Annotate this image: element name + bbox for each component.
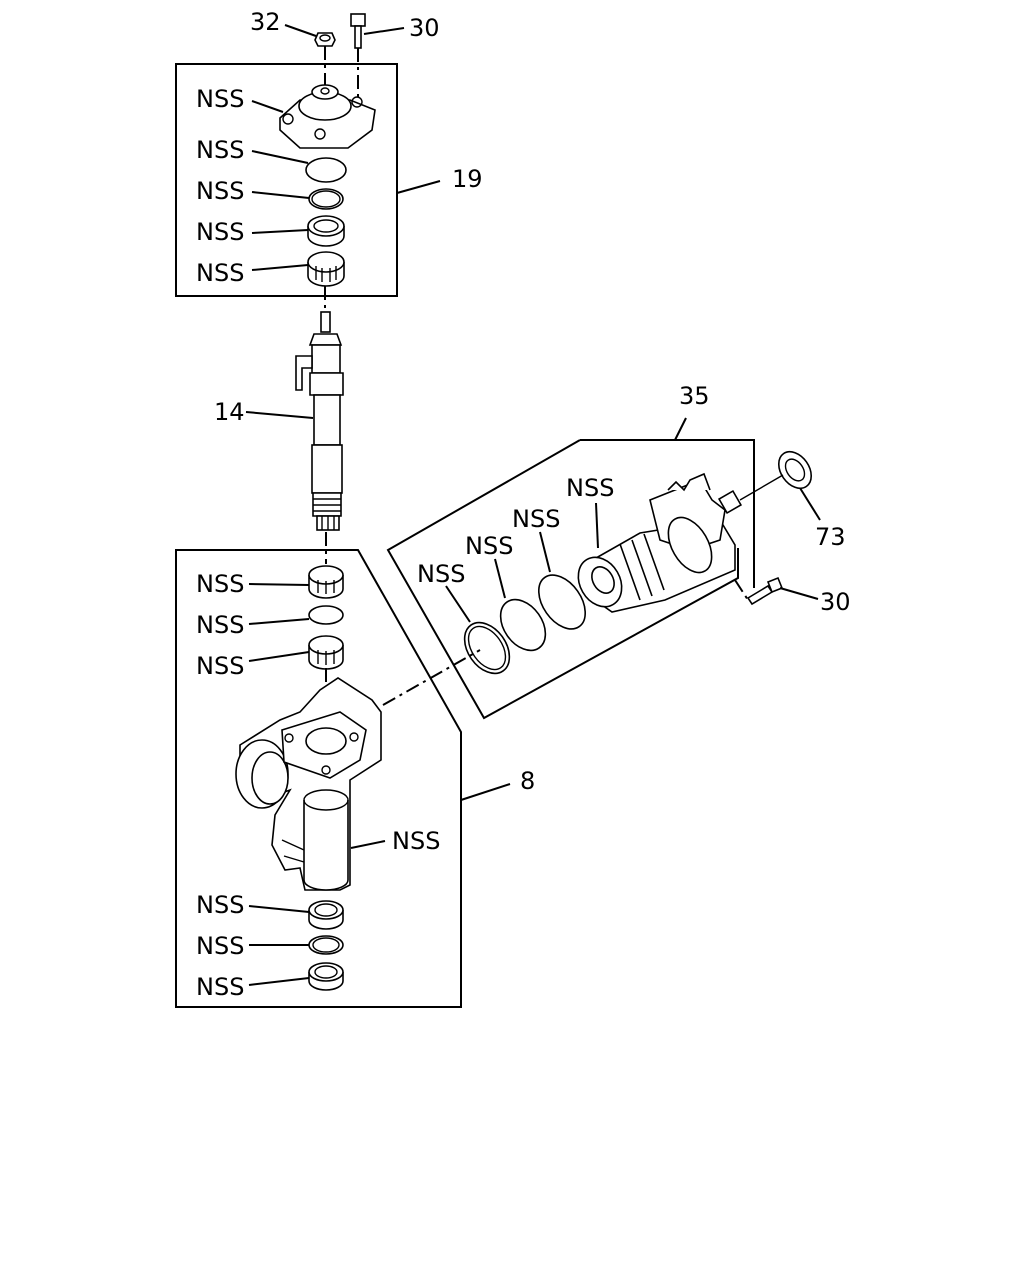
callout-nss: NSS xyxy=(417,560,465,588)
callout-nss: NSS xyxy=(566,474,614,502)
callout-nss: NSS xyxy=(196,891,244,919)
cover-plate xyxy=(251,84,376,149)
oil-seal-73 xyxy=(739,450,821,521)
steering-gear-housing xyxy=(235,677,386,891)
bolt-30-top xyxy=(350,13,405,49)
needle-bearing-bottom-1 xyxy=(248,565,344,599)
group-35-box xyxy=(386,417,755,720)
callout-32: 32 xyxy=(250,8,281,36)
callout-nss: NSS xyxy=(196,611,244,639)
callout-73: 73 xyxy=(815,523,846,551)
callout-14: 14 xyxy=(214,398,245,426)
callout-nss: NSS xyxy=(512,505,560,533)
callout-nss: NSS xyxy=(196,259,244,287)
callout-nss: NSS xyxy=(196,932,244,960)
valve-body xyxy=(577,472,743,613)
callout-nss: NSS xyxy=(196,973,244,1001)
callout-30-top: 30 xyxy=(409,14,440,42)
callout-8: 8 xyxy=(520,767,535,795)
group-19-box xyxy=(175,63,441,297)
group-8-box xyxy=(175,549,511,1008)
seal-ring-35-1 xyxy=(445,585,511,675)
o-ring-top-2 xyxy=(251,188,344,210)
callout-30-right: 30 xyxy=(820,588,851,616)
nut-32 xyxy=(284,24,336,47)
bearing-ring-top xyxy=(251,215,345,247)
callout-19: 19 xyxy=(452,165,483,193)
o-ring-top-1 xyxy=(251,150,347,183)
callout-nss: NSS xyxy=(196,218,244,246)
needle-bearing-bottom-2 xyxy=(248,635,344,670)
callout-nss: NSS xyxy=(196,85,244,113)
bearing-ring-bottom xyxy=(248,900,344,930)
seal-ring-bottom xyxy=(248,962,344,991)
sector-shaft-14 xyxy=(245,311,344,531)
callout-35: 35 xyxy=(679,382,710,410)
needle-bearing-top xyxy=(251,251,345,287)
seal-ring-35-3 xyxy=(537,531,587,630)
callout-nss: NSS xyxy=(196,177,244,205)
callout-nss: NSS xyxy=(196,652,244,680)
callout-nss: NSS xyxy=(392,827,440,855)
seal-ring-35-2 xyxy=(494,558,547,652)
callout-nss: NSS xyxy=(196,136,244,164)
o-ring-bottom-2 xyxy=(249,935,344,955)
bolt-30-right xyxy=(734,576,819,606)
o-ring-bottom-1 xyxy=(248,605,344,625)
callout-nss: NSS xyxy=(196,570,244,598)
callout-nss: NSS xyxy=(465,532,513,560)
centre-line xyxy=(382,649,481,706)
